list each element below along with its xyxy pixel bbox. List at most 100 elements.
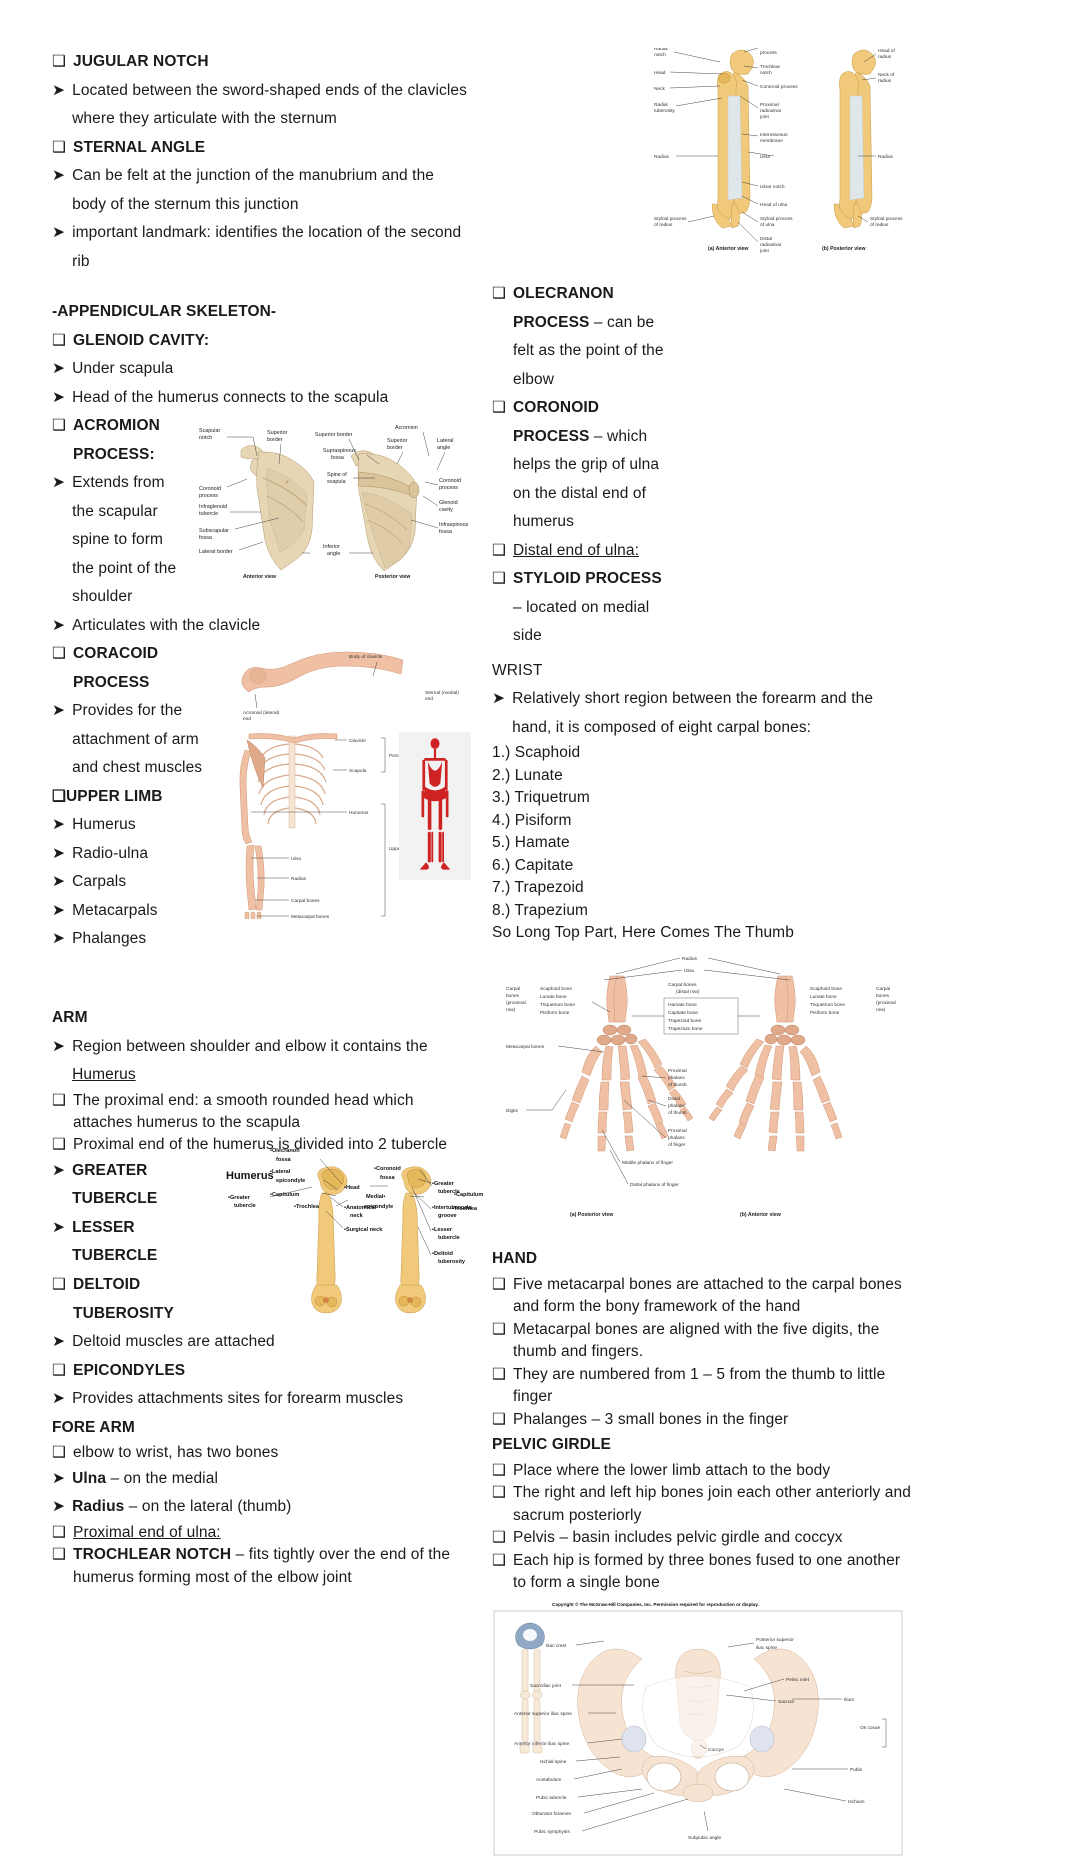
svg-text:Humerus: Humerus [349, 810, 369, 816]
svg-text:Radius: Radius [682, 956, 698, 962]
list-item: ➤ Provides attachments sites for forearm… [52, 1385, 472, 1414]
list-item: ❑ Pelvis – basin includes pelvic girdle … [492, 1527, 912, 1549]
svg-text:Posterior superior: Posterior superior [756, 1637, 794, 1643]
list-item: ❑ elbow to wrist, has two bones [52, 1442, 472, 1464]
text-wrist-intro: Relatively short region between the fore… [512, 690, 874, 736]
humerus-figure: Humerus [222, 1163, 472, 1323]
list-item: ❑ EPICONDYLES [52, 1357, 472, 1386]
svg-text:Os coxae: Os coxae [860, 1725, 881, 1731]
svg-text:tuberosity: tuberosity [654, 108, 675, 114]
svg-text:joint: joint [759, 248, 769, 254]
heading-pelvic-girdle: PELVIC GIRDLE [492, 1436, 611, 1454]
list-item: ❑ TROCHLEAR NOTCH – fits tightly over th… [52, 1544, 472, 1589]
list-item: ❑ JUGULAR NOTCH [52, 48, 472, 77]
checkbox-icon: ❑ [492, 1410, 506, 1428]
text-pelvis-basin: Pelvis – basin includes pelvic girdle an… [513, 1529, 843, 1547]
svg-text:Pisiform bone: Pisiform bone [810, 1010, 840, 1016]
svg-text:Acromial (lateral): Acromial (lateral) [243, 710, 280, 716]
checkbox-icon: ❑ [52, 645, 66, 663]
svg-text:Ulna: Ulna [291, 856, 301, 862]
svg-text:Metacarpal bones: Metacarpal bones [506, 1044, 545, 1050]
svg-text:bones: bones [506, 993, 520, 999]
checkbox-icon: ❑ [492, 399, 506, 417]
heading-wrist: WRIST [492, 661, 543, 679]
list-item: ➤ Carpals [52, 868, 217, 897]
svg-text:Carpal: Carpal [876, 986, 890, 992]
list-item: ❑ STERNAL ANGLE [52, 134, 472, 163]
list-item: ❑ Metacarpal bones are aligned with the … [492, 1319, 912, 1364]
svg-text:Triquetrum bone: Triquetrum bone [540, 1002, 575, 1008]
svg-text:Digits: Digits [506, 1108, 519, 1114]
text-sternal-angle-landmark: important landmark: identifies the locat… [72, 224, 462, 270]
svg-text:Ischial spine: Ischial spine [540, 1759, 567, 1765]
clavicle-and-upper-limb-figures: Body of clavicle Acromial (lateral)end S… [227, 644, 472, 920]
svg-text:Trapezoid bone: Trapezoid bone [668, 1018, 701, 1024]
arrow-bullet-icon: ➤ [492, 690, 506, 708]
document-page: ❑ JUGULAR NOTCH ➤ Located between the sw… [52, 48, 912, 1855]
svg-text:(proximal: (proximal [506, 1000, 526, 1006]
list-item: ➤ Region between shoulder and elbow it c… [52, 1033, 472, 1090]
svg-text:fossa: fossa [331, 455, 344, 461]
svg-text:Acromion: Acromion [395, 425, 418, 431]
carpal-bone-6: 6.) Capitate [492, 856, 574, 874]
checkbox-icon: ❑ [492, 570, 506, 588]
svg-text:Middle phalanx of finger: Middle phalanx of finger [622, 1160, 673, 1166]
list-item: ❑ CORONOID PROCESS – which helps the gri… [492, 394, 672, 537]
list-item: ❑ They are numbered from 1 – 5 from the … [492, 1364, 912, 1409]
left-column: ❑ JUGULAR NOTCH ➤ Located between the sw… [52, 48, 483, 1589]
ulna-label: Ulna [72, 1469, 107, 1487]
arrow-bullet-icon: ➤ [52, 1469, 66, 1487]
svg-text:phalanx: phalanx [668, 1103, 685, 1109]
svg-text:border: border [267, 437, 283, 443]
svg-text:Coronoid: Coronoid [439, 478, 461, 484]
text-trochlear-notch: TROCHLEAR NOTCH – fits tightly over the … [73, 1544, 472, 1589]
svg-text:•Coronoid: •Coronoid [374, 1166, 401, 1172]
svg-text:tubercle: tubercle [438, 1189, 460, 1195]
list-item: ➤ Provides for the attachment of arm and… [52, 697, 217, 783]
text-phalanges: Phalanges [72, 930, 147, 948]
svg-text:of ulna: of ulna [760, 222, 775, 228]
heading-fore-arm: FORE ARM [52, 1418, 135, 1436]
svg-text:angle: angle [437, 445, 450, 451]
arm-region-text: Region between shoulder and elbow it con… [72, 1037, 428, 1055]
text-two-tubercle: Proximal end of the humerus is divided i… [73, 1136, 448, 1154]
text-under-scapula: Under scapula [72, 360, 174, 378]
text-metacarpals: Metacarpals [72, 901, 158, 919]
list-item: ❑ Distal end of ulna: [492, 537, 672, 566]
svg-text:tuberosity: tuberosity [438, 1259, 466, 1265]
coracoid-upperlimb-section: Body of clavicle Acromial (lateral)end S… [52, 640, 472, 1089]
svg-text:Proximal: Proximal [668, 1068, 687, 1074]
arrow-bullet-icon: ➤ [52, 901, 66, 919]
text-styloid-process: STYLOID PROCESS – located on medial side [513, 565, 672, 651]
svg-text:bones: bones [876, 993, 890, 999]
svg-text:radius: radius [878, 54, 892, 60]
svg-text:Anterior superior iliac spine: Anterior superior iliac spine [514, 1711, 572, 1717]
svg-text:Body of clavicle: Body of clavicle [349, 654, 383, 660]
checkbox-icon: ❑ [492, 1275, 506, 1293]
svg-text:Humerus: Humerus [226, 1170, 274, 1182]
list-item: ➤ Humerus [52, 811, 217, 840]
svg-text:Radial: Radial [654, 102, 668, 108]
svg-text:Coronoid: Coronoid [199, 486, 221, 492]
svg-text:row): row) [876, 1007, 886, 1013]
svg-text:tubercle: tubercle [199, 511, 218, 517]
text-jugular-notch-desc: Located between the sword-shaped ends of… [72, 81, 467, 128]
svg-text:Head of: Head of [878, 48, 895, 54]
section-appendicular-skeleton: -APPENDICULAR SKELETON- [52, 303, 277, 321]
list-item: ➤ Metacarpals [52, 897, 217, 926]
pelvis-figure: Copyright © The McGraw-Hill Companies, I… [492, 1599, 904, 1859]
text-radius-lateral: Radius – on the lateral (thumb) [72, 1493, 472, 1522]
heading-sternal-angle: STERNAL ANGLE [73, 138, 206, 156]
svg-text:Ulnar notch: Ulnar notch [760, 184, 785, 190]
text-ulna-medial: Ulna – on the medial [72, 1465, 472, 1494]
svg-text:Subpubic angle: Subpubic angle [688, 1835, 721, 1841]
list-item: ❑ Each hip is formed by three bones fuse… [492, 1550, 912, 1595]
svg-text:Distal: Distal [668, 1096, 680, 1102]
svg-text:border: border [387, 445, 403, 451]
list-item: ➤ Under scapula [52, 355, 472, 384]
svg-text:•Capitulum: •Capitulum [454, 1192, 483, 1198]
text-epicondyles: EPICONDYLES [73, 1361, 186, 1379]
svg-text:notch: notch [760, 70, 772, 76]
svg-text:•Head: •Head [344, 1185, 360, 1191]
svg-text:joint: joint [759, 114, 769, 120]
